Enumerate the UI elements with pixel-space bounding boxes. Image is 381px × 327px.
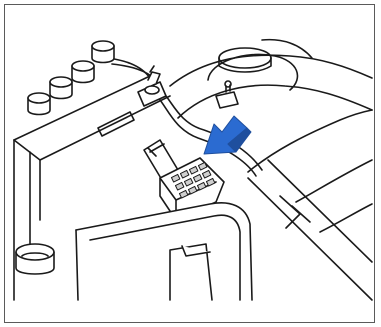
reservoir-cap [207, 47, 299, 91]
ground-terminal [215, 80, 239, 109]
cap-4-top [91, 40, 115, 52]
cap-3-top [71, 60, 95, 72]
battery-clamp [137, 65, 167, 107]
cap-2-top [49, 76, 73, 88]
down-left-arrow [203, 115, 252, 155]
fuse-grid [170, 161, 216, 199]
bottom-left-cap [15, 243, 55, 275]
cap-1-top [27, 92, 51, 104]
front-cover [75, 202, 253, 301]
engine-compartment-lines [169, 38, 373, 301]
battery-terminal-caps [27, 40, 115, 116]
